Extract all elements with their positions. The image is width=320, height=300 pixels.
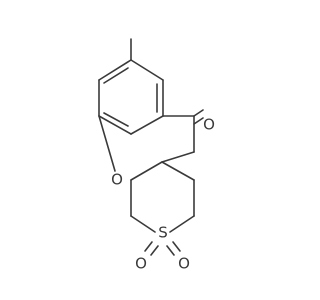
benzene-bond-inner	[103, 112, 129, 127]
sulfonyl-bond-right	[166, 245, 175, 256]
ring-oxygen-label: O	[111, 171, 123, 189]
sulfonyl-oxygen-left-label: O	[135, 255, 147, 273]
sulfonyl-bond-left	[150, 245, 159, 256]
thiane-bond	[130, 215, 156, 233]
benzene-bond	[98, 59, 132, 81]
benzene-bond	[98, 115, 132, 135]
benzene-bond-inner	[103, 67, 129, 84]
sulfonyl-bond-right	[172, 241, 181, 252]
benzene-bond	[130, 115, 164, 135]
sulfur-label: S	[158, 224, 168, 242]
benzene-bond	[130, 59, 164, 81]
thiane-bond	[161, 161, 195, 181]
pyranone-bond	[98, 115, 116, 172]
molecule-structure: O O S O O	[98, 38, 215, 273]
pyranone-bond	[130, 161, 163, 181]
sulfonyl-bond-left	[144, 241, 153, 252]
carbonyl-bond	[193, 117, 204, 125]
carbonyl-bond	[193, 109, 204, 117]
thiane-bond	[169, 215, 195, 233]
sulfonyl-oxygen-right-label: O	[178, 255, 190, 273]
pyranone-bond	[161, 151, 195, 163]
carbonyl-oxygen-label: O	[203, 116, 215, 134]
